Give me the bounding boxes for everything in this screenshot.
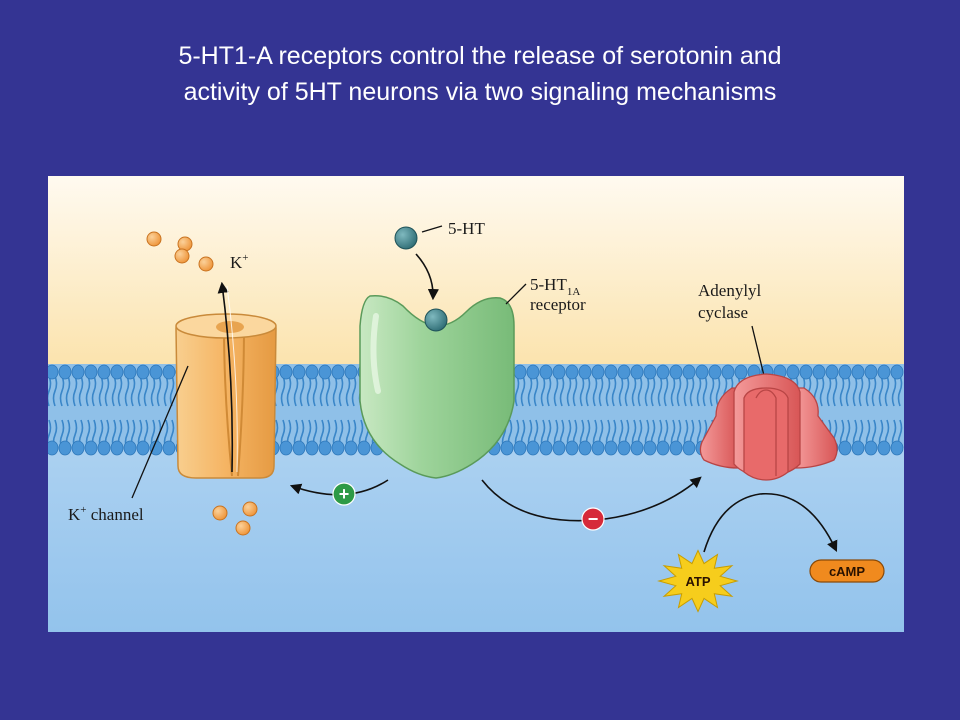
camp-pill: cAMP [809,559,885,583]
receptor-label: 5-HT1A [530,275,580,298]
potassium-ion [242,501,258,517]
receptor-leader-line [505,283,527,305]
slide-title: 5-HT1-A receptors control the release of… [40,38,920,110]
potassium-ion [235,520,251,536]
potassium-ions-extracellular [146,231,214,272]
receptor-word-label: receptor [530,295,586,314]
potassium-efflux-arrow [217,281,234,473]
slide-title-line-2: activity of 5HT neurons via two signalin… [183,78,777,106]
slide-title-line-1: 5-HT1-A receptors control the release of… [178,42,782,70]
adenylyl-cyclase [699,373,838,481]
serotonin-leader-line [421,225,443,233]
atp-burst: ATP [657,549,739,613]
camp-label: cAMP [829,564,865,579]
minus-badge [581,507,605,531]
atp-label: ATP [685,574,710,589]
plus-badge [332,482,356,506]
serotonin-molecule [394,226,418,250]
potassium-channel-label: K+ channel [68,504,144,524]
channel-leader-line [131,365,189,499]
minus-sign: − [588,509,599,529]
serotonin-1a-receptor [359,294,515,479]
adenylyl-cyclase-label-line-2: cyclase [698,303,748,322]
potassium-ion [174,248,190,264]
adenylyl-cyclase-label-line-1: Adenylyl [698,281,762,300]
potassium-ion [212,505,228,521]
potassium-ion [198,256,214,272]
plus-sign: + [339,484,350,504]
potassium-ion [146,231,162,247]
serotonin-binding-arrow [415,253,439,301]
potassium-channel [175,281,277,479]
signaling-diagram: K+ K+ channel 5-HT 5-HT1A receptor Adeny… [48,176,904,632]
bound-serotonin-molecule [424,308,448,332]
potassium-ions-intracellular [212,501,258,536]
atp-to-camp-arrow [703,493,838,553]
potassium-label: K+ [230,252,249,272]
serotonin-label: 5-HT [448,219,485,238]
